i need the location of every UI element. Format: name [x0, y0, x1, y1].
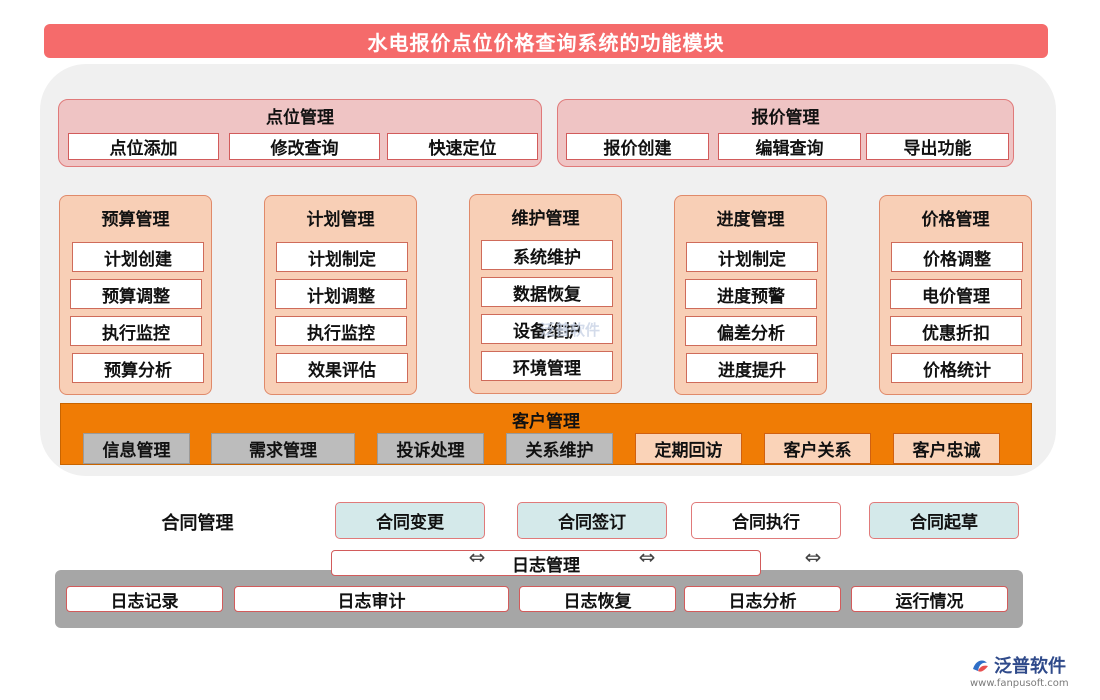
watermark: 泛普软件: [539, 320, 600, 339]
log-mgmt-item: 运行情况: [851, 586, 1008, 612]
budget-mgmt-item: 预算分析: [72, 353, 204, 383]
plan-mgmt-item: 效果评估: [276, 353, 408, 383]
progress-mgmt-item: 进度预警: [685, 279, 817, 309]
log-mgmt-item: 日志记录: [66, 586, 223, 612]
customer-mgmt-title: 客户管理: [512, 411, 580, 432]
diagram-title: 水电报价点位价格查询系统的功能模块: [44, 24, 1048, 58]
point-mgmt-item: 点位添加: [68, 133, 219, 160]
plan-mgmt-item: 计划调整: [275, 279, 407, 309]
double-arrow-icon: ⇔: [804, 545, 822, 569]
quote-mgmt-title: 报价管理: [751, 107, 820, 128]
customer-mgmt-item: 关系维护: [506, 433, 613, 464]
point-mgmt-item: 修改查询: [229, 133, 380, 160]
quote-mgmt-item: 导出功能: [866, 133, 1009, 160]
maintenance-mgmt-item: 系统维护: [481, 240, 613, 270]
quote-mgmt-item: 报价创建: [566, 133, 709, 160]
customer-mgmt-item: 客户关系: [764, 433, 871, 464]
contract-mgmt-item: 合同执行: [691, 502, 841, 539]
progress-mgmt-item: 进度提升: [686, 353, 818, 383]
price-mgmt-item: 价格调整: [891, 242, 1023, 272]
log-mgmt-item: 日志分析: [684, 586, 841, 612]
log-mgmt-title: 日志管理: [331, 550, 761, 576]
budget-mgmt-title: 预算管理: [101, 209, 170, 230]
customer-mgmt-item: 客户忠诚: [893, 433, 1000, 464]
maintenance-mgmt-item: 设备维护: [481, 314, 613, 344]
point-mgmt-item: 快速定位: [387, 133, 538, 160]
contract-mgmt-title: 合同管理: [161, 513, 234, 534]
plan-mgmt-item: 执行监控: [275, 316, 407, 346]
log-mgmt-item: 日志审计: [234, 586, 509, 612]
maintenance-mgmt-item: 数据恢复: [481, 277, 613, 307]
brand-mark-icon: [970, 655, 990, 675]
budget-mgmt-item: 计划创建: [72, 242, 204, 272]
price-mgmt-item: 优惠折扣: [890, 316, 1022, 346]
progress-mgmt-item: 偏差分析: [685, 316, 817, 346]
budget-mgmt-item: 预算调整: [70, 279, 202, 309]
brand-url: www.fanpusoft.com: [970, 678, 1069, 689]
brand-logo: 泛普软件 www.fanpusoft.com: [970, 652, 1092, 692]
double-arrow-icon: ⇔: [468, 545, 486, 569]
contract-mgmt-item: 合同变更: [335, 502, 485, 539]
price-mgmt-title: 价格管理: [921, 209, 990, 230]
point-mgmt-title: 点位管理: [266, 107, 334, 128]
maintenance-mgmt-item: 环境管理: [481, 351, 613, 381]
budget-mgmt-item: 执行监控: [70, 316, 202, 346]
customer-mgmt-item: 需求管理: [211, 433, 355, 464]
plan-mgmt-title: 计划管理: [306, 209, 375, 230]
progress-mgmt-title: 进度管理: [716, 209, 785, 230]
contract-mgmt-item: 合同签订: [517, 502, 667, 539]
progress-mgmt-item: 计划制定: [686, 242, 818, 272]
maintenance-mgmt-title: 维护管理: [511, 208, 580, 229]
price-mgmt-item: 价格统计: [891, 353, 1023, 383]
contract-mgmt-item: 合同起草: [869, 502, 1019, 539]
double-arrow-icon: ⇔: [638, 545, 656, 569]
customer-mgmt-item: 信息管理: [83, 433, 190, 464]
log-mgmt-item: 日志恢复: [519, 586, 676, 612]
customer-mgmt-item: 定期回访: [635, 433, 742, 464]
plan-mgmt-item: 计划制定: [276, 242, 408, 272]
price-mgmt-item: 电价管理: [890, 279, 1022, 309]
quote-mgmt-item: 编辑查询: [718, 133, 861, 160]
customer-mgmt-item: 投诉处理: [377, 433, 484, 464]
brand-name: 泛普软件: [994, 656, 1066, 677]
